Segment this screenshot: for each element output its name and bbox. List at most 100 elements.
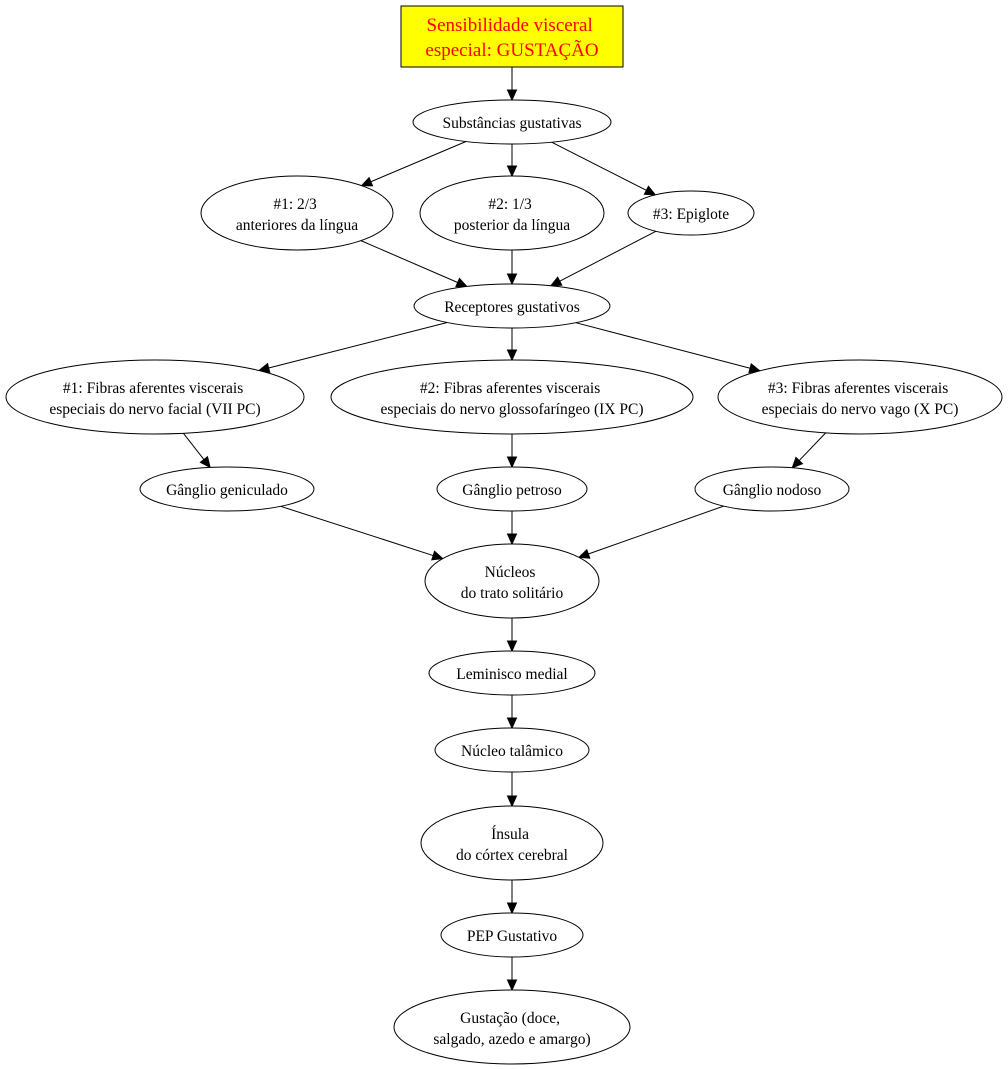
node-fibras-glossofaringeo-shape — [330, 359, 694, 435]
arrowhead-fibras_facial-to-ganglio_geniculado — [199, 455, 211, 469]
edge-lingua_anterior-to-receptores — [360, 240, 458, 283]
node-gustacao: Gustação (doce, salgado, azedo e amargo) — [393, 989, 631, 1065]
node-gustacao-line-1: Gustação (doce, — [460, 1010, 560, 1027]
node-pep-gustativo-shape — [440, 912, 584, 958]
arrowhead-receptores-to-fibras_vago — [748, 363, 761, 374]
node-nucleos-trato-solitario-label: Núcleos do trato solitário — [461, 564, 564, 602]
arrowhead-fibras_vago-to-ganglio_nodoso — [791, 456, 804, 469]
node-insula-label: Ínsula do córtex cerebral — [456, 826, 568, 864]
node-ganglio-nodoso-shape — [694, 466, 850, 512]
edge-substancias-to-lingua_anterior — [370, 141, 467, 183]
node-lingua-anterior: #1: 2/3 anteriores da língua — [200, 175, 394, 251]
node-gustacao-line-2: salgado, azedo e amargo) — [433, 1031, 590, 1048]
node-fibras-vago-line-1: #3: Fibras aferentes viscerais — [768, 380, 948, 397]
arrowhead-nucleos_trato-to-leminisco — [506, 640, 518, 653]
node-insula-line-2: do córtex cerebral — [456, 847, 568, 864]
node-receptores-gustativos-shape — [413, 283, 611, 329]
node-ganglio-nodoso-label: Gânglio nodoso — [723, 482, 822, 499]
node-lingua-posterior: #2: 1/3 posterior da língua — [419, 175, 605, 251]
arrowhead-substancias-to-epiglote — [643, 185, 657, 196]
node-gustacao-label: Gustação (doce, salgado, azedo e amargo) — [433, 1010, 590, 1048]
arrowhead-ganglio_geniculado-to-nucleos_trato — [431, 550, 444, 561]
node-lingua-anterior-label: #1: 2/3 anteriores da língua — [236, 196, 358, 234]
arrowhead-ganglio_nodoso-to-nucleos_trato — [577, 548, 591, 559]
edge-ganglio_geniculado-to-nucleos_trato — [280, 505, 434, 557]
node-fibras-facial-label: #1: Fibras aferentes viscerais especiais… — [49, 380, 260, 418]
node-pep-gustativo-label: PEP Gustativo — [467, 928, 558, 945]
node-ganglio-geniculado-shape — [139, 466, 315, 512]
edge-receptores-to-fibras_vago — [575, 322, 751, 369]
node-nucleos-trato-solitario-line-2: do trato solitário — [461, 585, 564, 602]
node-fibras-vago-label: #3: Fibras aferentes viscerais especiais… — [762, 380, 959, 418]
arrowhead-epiglote-to-receptores — [549, 276, 563, 287]
title-line-1: Sensibilidade visceral — [427, 15, 593, 36]
node-substancias-gustativas: Substâncias gustativas — [412, 99, 612, 145]
node-epiglote-shape — [627, 190, 755, 236]
arrowhead-fibras_glosso-to-ganglio_petroso — [506, 456, 518, 469]
node-fibras-facial-line-1: #1: Fibras aferentes viscerais — [63, 380, 243, 397]
arrowhead-lingua_anterior-to-receptores — [455, 277, 468, 288]
node-fibras-glossofaringeo-label: #2: Fibras aferentes viscerais especiais… — [380, 380, 643, 418]
title-line-2: especial: GUSTAÇÃO — [425, 39, 598, 61]
node-leminisco-medial-shape — [428, 650, 596, 696]
node-nucleo-talamico-shape — [434, 727, 590, 773]
arrowhead-title-to-substancias — [506, 89, 518, 102]
node-fibras-vago: #3: Fibras aferentes viscerais especiais… — [717, 359, 1003, 435]
arrowhead-ganglio_petroso-to-nucleos_trato — [506, 533, 518, 546]
node-lingua-anterior-shape — [200, 175, 394, 251]
arrowhead-receptores-to-fibras_glosso — [506, 349, 518, 362]
node-lingua-anterior-line-2: anteriores da língua — [236, 217, 358, 234]
node-pep-gustativo: PEP Gustativo — [440, 912, 584, 958]
node-receptores-gustativos: Receptores gustativos — [413, 283, 611, 329]
node-ganglio-geniculado: Gânglio geniculado — [139, 466, 315, 512]
node-fibras-vago-line-2: especiais do nervo vago (X PC) — [762, 401, 959, 418]
node-lingua-anterior-line-1: #1: 2/3 — [273, 196, 317, 213]
node-leminisco-medial-label: Leminisco medial — [456, 666, 567, 683]
edge-fibras_vago-to-ganglio_nodoso — [798, 432, 827, 461]
edge-receptores-to-fibras_facial — [268, 322, 448, 369]
node-fibras-vago-shape — [717, 359, 1003, 435]
node-lingua-posterior-line-1: #2: 1/3 — [488, 196, 532, 213]
node-substancias-gustativas-label: Substâncias gustativas — [442, 115, 581, 132]
node-ganglio-petroso-shape — [436, 466, 588, 512]
node-lingua-posterior-label: #2: 1/3 posterior da língua — [454, 196, 570, 234]
node-substancias-gustativas-shape — [412, 99, 612, 145]
node-gustacao-shape — [393, 989, 631, 1065]
node-ganglio-geniculado-label: Gânglio geniculado — [166, 482, 288, 499]
node-fibras-facial-line-2: especiais do nervo facial (VII PC) — [49, 401, 260, 418]
title-text: Sensibilidade visceral especial: GUSTAÇÃ… — [425, 15, 598, 61]
arrowhead-substancias-to-lingua_anterior — [360, 176, 374, 187]
arrowhead-nucleo_talamico-to-insula — [506, 795, 518, 808]
arrowhead-lingua_posterior-to-receptores — [506, 273, 518, 286]
node-leminisco-medial: Leminisco medial — [428, 650, 596, 696]
node-lingua-posterior-line-2: posterior da língua — [454, 217, 570, 234]
edge-fibras_facial-to-ganglio_geniculado — [183, 433, 205, 460]
node-epiglote: #3: Epiglote — [627, 190, 755, 236]
node-ganglio-petroso-label: Gânglio petroso — [462, 482, 562, 499]
node-insula-line-1: Ínsula — [491, 826, 529, 843]
edge-epiglote-to-receptores — [559, 230, 657, 282]
edge-substancias-to-epiglote — [551, 141, 647, 191]
edge-layer — [183, 67, 827, 992]
node-fibras-glossofaringeo: #2: Fibras aferentes viscerais especiais… — [330, 359, 694, 435]
arrowhead-insula-to-pep — [506, 902, 518, 915]
node-epiglote-label: #3: Epiglote — [653, 206, 729, 223]
node-nucleos-trato-solitario-shape — [424, 543, 600, 619]
node-nucleos-trato-solitario-line-1: Núcleos — [485, 564, 536, 581]
node-ganglio-nodoso: Gânglio nodoso — [694, 466, 850, 512]
node-fibras-facial: #1: Fibras aferentes viscerais especiais… — [5, 359, 305, 435]
edge-ganglio_nodoso-to-nucleos_trato — [588, 505, 724, 555]
node-ganglio-petroso: Gânglio petroso — [436, 466, 588, 512]
node-nucleo-talamico-label: Núcleo talâmico — [461, 743, 563, 760]
node-insula-shape — [420, 805, 604, 881]
node-fibras-facial-shape — [5, 359, 305, 435]
node-fibras-glossofaringeo-line-1: #2: Fibras aferentes viscerais — [420, 380, 600, 397]
title-box — [400, 5, 624, 68]
node-fibras-glossofaringeo-line-2: especiais do nervo glossofaríngeo (IX PC… — [380, 401, 643, 418]
arrowhead-substancias-to-lingua_posterior — [506, 165, 518, 178]
title-node: Sensibilidade visceral especial: GUSTAÇÃ… — [400, 5, 624, 68]
node-receptores-gustativos-label: Receptores gustativos — [444, 299, 580, 316]
node-nucleo-talamico: Núcleo talâmico — [434, 727, 590, 773]
node-lingua-posterior-shape — [419, 175, 605, 251]
